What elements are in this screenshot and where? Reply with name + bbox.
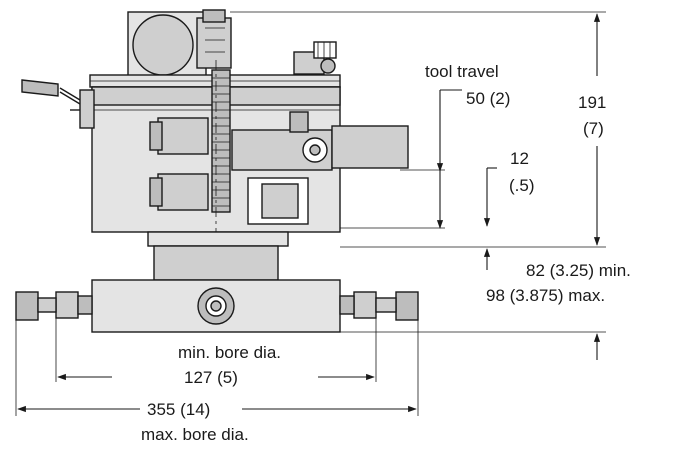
min-width-label: 127 (5)	[184, 368, 238, 387]
machine-illustration	[15, 9, 419, 333]
top-fitting	[293, 41, 337, 75]
dimension-labels: tool travel 50 (2) 191 (7) 12 (.5) 82 (3…	[141, 62, 631, 444]
base-mount	[147, 231, 289, 281]
tool-travel-value: 50 (2)	[466, 89, 510, 108]
dimension-lines	[17, 13, 601, 413]
max-width-label: 355 (14)	[147, 400, 210, 419]
offset-max-label: 98 (3.875) max.	[486, 286, 605, 305]
tool-travel-label: tool travel	[425, 62, 499, 81]
offset-min-label: 82 (3.25) min.	[526, 261, 631, 280]
gear-rack	[211, 69, 231, 213]
small-offset-value: 12	[510, 149, 529, 168]
inspection-window	[247, 177, 309, 225]
hex-bolts-left	[149, 117, 209, 211]
tool-slide	[231, 111, 333, 171]
crank-handle	[21, 79, 95, 129]
outer-nuts	[15, 291, 419, 321]
small-offset-inch: (.5)	[509, 176, 535, 195]
motor-cover	[132, 14, 194, 76]
max-bore-label: max. bore dia.	[141, 425, 249, 444]
min-bore-label: min. bore dia.	[178, 343, 281, 362]
mandrel-bar	[91, 279, 341, 333]
overall-height-value: 191	[578, 93, 606, 112]
overall-height-inch: (7)	[583, 119, 604, 138]
spindle-column	[196, 9, 232, 69]
tool-bar	[331, 125, 409, 169]
